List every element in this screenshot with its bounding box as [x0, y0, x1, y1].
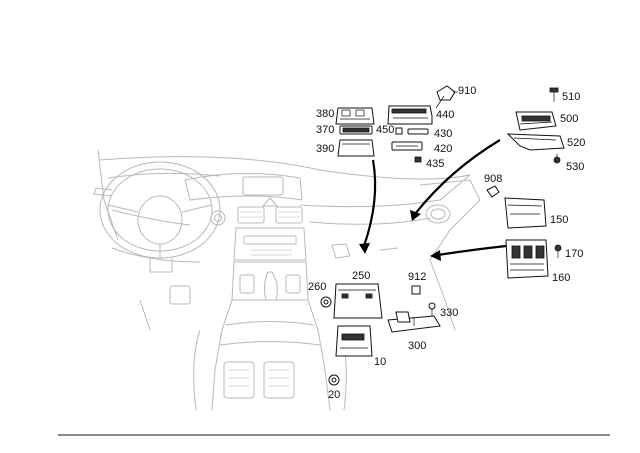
- callout-530: 530: [566, 161, 584, 173]
- callout-908: 908: [484, 173, 502, 185]
- leader-arrows: [359, 139, 507, 261]
- callout-250: 250: [352, 270, 370, 282]
- part-500-module: [515, 111, 557, 131]
- part-530-screw: [553, 154, 561, 164]
- part-300-bracket: [387, 311, 441, 333]
- part-912-connector: [411, 285, 421, 295]
- callout-440: 440: [436, 109, 454, 121]
- callout-520: 520: [567, 137, 585, 149]
- part-435-clip: [414, 156, 422, 163]
- callout-510: 510: [562, 91, 580, 103]
- part-390-panel: [337, 139, 375, 157]
- dashboard-outline: [93, 149, 481, 411]
- part-370-switch-strip: [339, 125, 373, 135]
- callout-300: 300: [408, 340, 426, 352]
- part-150-control-unit: [504, 197, 547, 229]
- callout-420: 420: [434, 143, 452, 155]
- arrow-to-center-console: [362, 159, 377, 247]
- part-908-connector: [486, 185, 500, 198]
- arrow-to-footwell: [437, 244, 507, 257]
- callout-910: 910: [458, 85, 476, 97]
- part-510-screw: [549, 87, 559, 102]
- callout-330: 330: [440, 307, 458, 319]
- callout-390: 390: [316, 143, 334, 155]
- callout-160: 160: [552, 272, 570, 284]
- part-520-bracket: [506, 133, 565, 151]
- part-250-control-unit: [333, 283, 383, 319]
- callout-20: 20: [328, 389, 340, 401]
- part-20-grommet: [328, 374, 340, 386]
- part-440-radio-unit: [387, 105, 433, 125]
- callout-370: 370: [316, 124, 334, 136]
- callout-10: 10: [374, 356, 386, 368]
- part-10-module: [335, 325, 373, 357]
- callout-labels: 910 510 380 440 500 370 450 430 520 390 …: [308, 85, 585, 401]
- callout-450: 450: [376, 124, 394, 136]
- part-450-clip: [395, 127, 403, 135]
- callout-380: 380: [316, 108, 334, 120]
- part-380-control-panel: [335, 107, 375, 125]
- part-260-grommet: [320, 296, 332, 308]
- callout-912: 912: [408, 271, 426, 283]
- part-420-trim: [391, 141, 423, 151]
- callout-260: 260: [308, 281, 326, 293]
- callout-500: 500: [560, 113, 578, 125]
- callout-435: 435: [426, 158, 444, 170]
- callout-150: 150: [550, 214, 568, 226]
- callout-170: 170: [565, 248, 583, 260]
- part-430-cover: [407, 128, 429, 135]
- arrow-to-dash-right: [414, 139, 501, 215]
- part-160-fuse-box: [505, 239, 549, 279]
- part-330-screw: [428, 302, 436, 316]
- callout-430: 430: [434, 128, 452, 140]
- part-170-screw: [554, 244, 562, 258]
- part-910-connector: [435, 85, 458, 109]
